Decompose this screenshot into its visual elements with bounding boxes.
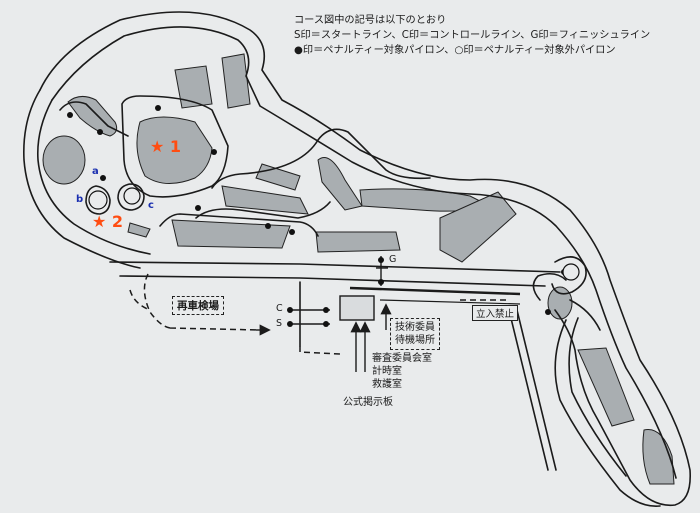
track-right-loop xyxy=(551,256,587,295)
star-marker-1: ★ 1 xyxy=(150,137,182,156)
track-inner-boundary xyxy=(51,26,677,479)
tech-officials-line-2: 待機場所 xyxy=(395,335,435,346)
pylon-c-left xyxy=(287,307,293,313)
notice-board-label: 公式掲示板 xyxy=(343,397,393,408)
marker-a: a xyxy=(92,166,99,177)
island-lower-left xyxy=(171,219,291,249)
star-marker-2: ★ 2 xyxy=(92,212,124,231)
pit-wall xyxy=(349,286,521,296)
tech-officials-line-1: 技術委員 xyxy=(395,322,435,333)
pylon-east-2 xyxy=(545,309,551,315)
pylon-s-right xyxy=(323,321,329,327)
legend-line-2: S印＝スタートライン、C印＝コントロールライン、G印＝フィニッシュライン xyxy=(294,30,651,41)
marker-c: c xyxy=(148,200,154,211)
pylon-lower xyxy=(289,229,295,235)
marker-s-line: S xyxy=(276,318,283,329)
track-bottom-right-inner xyxy=(568,317,627,477)
marker-c-line: C xyxy=(276,303,283,314)
pylon-c-right xyxy=(323,307,329,313)
track-bc-loop-c xyxy=(117,183,145,211)
track-bc-loop-b xyxy=(85,185,111,215)
pylon-s-left xyxy=(287,321,293,327)
pylon-loop-right xyxy=(211,149,217,155)
island-bottom-right xyxy=(642,429,675,485)
legend: コース図中の記号は以下のとおり S印＝スタートライン、C印＝コントロールライン、… xyxy=(294,13,650,58)
tech-officials-area: 技術委員 待機場所 xyxy=(390,318,440,350)
island-upper-block xyxy=(174,65,213,109)
track-west-loop-inner xyxy=(36,99,151,255)
track-lower-chicane xyxy=(159,213,319,237)
island-right-round xyxy=(547,286,573,320)
island-star1 xyxy=(136,116,213,184)
track-main-straight-top xyxy=(109,261,561,273)
room-timing: 計時室 xyxy=(372,366,402,377)
reinspection-area: 再車検場 xyxy=(172,296,224,315)
track-outer-boundary xyxy=(39,11,692,507)
island-right-long xyxy=(359,188,488,212)
pylon-finish-1 xyxy=(378,257,384,263)
track-bottom-right-loop xyxy=(554,319,661,507)
room-jury: 審査委員会室 xyxy=(372,353,432,364)
dashed-paddock xyxy=(129,289,151,311)
track-hairpin-path xyxy=(59,101,129,137)
room-medical: 救護室 xyxy=(372,379,402,390)
track-east-straight xyxy=(507,305,549,471)
pylon-mid-left xyxy=(195,205,201,211)
marker-g: G xyxy=(389,254,397,265)
dashed-pit-route xyxy=(299,346,341,355)
island-center-rect xyxy=(221,53,251,109)
track-upper-loop xyxy=(121,95,229,198)
island-left-round xyxy=(42,135,86,185)
island-right-curve xyxy=(317,157,363,211)
legend-line-3: ●印＝ペナルティー対象パイロン、○印＝ペナルティー対象外パイロン xyxy=(294,45,616,56)
track-main-straight-bottom xyxy=(119,275,546,287)
track-east-curve xyxy=(569,299,601,331)
open-pylon-east xyxy=(562,263,580,281)
open-pylon-c xyxy=(123,187,141,205)
dashed-reinspection-route xyxy=(143,273,261,331)
island-lower-right xyxy=(577,347,635,427)
pylon-mid-right xyxy=(265,223,271,229)
pit-wall-2 xyxy=(379,299,521,305)
marker-b: b xyxy=(76,194,84,205)
pylon-hairpin-1 xyxy=(67,112,73,118)
pylon-a xyxy=(100,175,106,181)
pylon-hairpin-2 xyxy=(97,129,103,135)
track-east-straight-2 xyxy=(515,305,557,471)
rooms-list: 審査委員会室 計時室 救護室 xyxy=(372,352,432,391)
island-center-strip xyxy=(315,231,401,253)
no-entry-label: 立入禁止 xyxy=(472,305,519,321)
track-mid-return xyxy=(195,201,331,219)
track-west-loop xyxy=(23,89,141,269)
open-pylon-b xyxy=(88,190,108,210)
island-mid-a xyxy=(221,185,309,215)
pylon-top xyxy=(155,105,161,111)
island-bottom-left-small xyxy=(127,222,151,238)
track-east-pair xyxy=(532,272,567,301)
pylon-finish-2 xyxy=(378,279,384,285)
track-mid-inner xyxy=(211,128,431,189)
control-building xyxy=(339,295,375,321)
legend-line-1: コース図中の記号は以下のとおり xyxy=(294,15,447,26)
